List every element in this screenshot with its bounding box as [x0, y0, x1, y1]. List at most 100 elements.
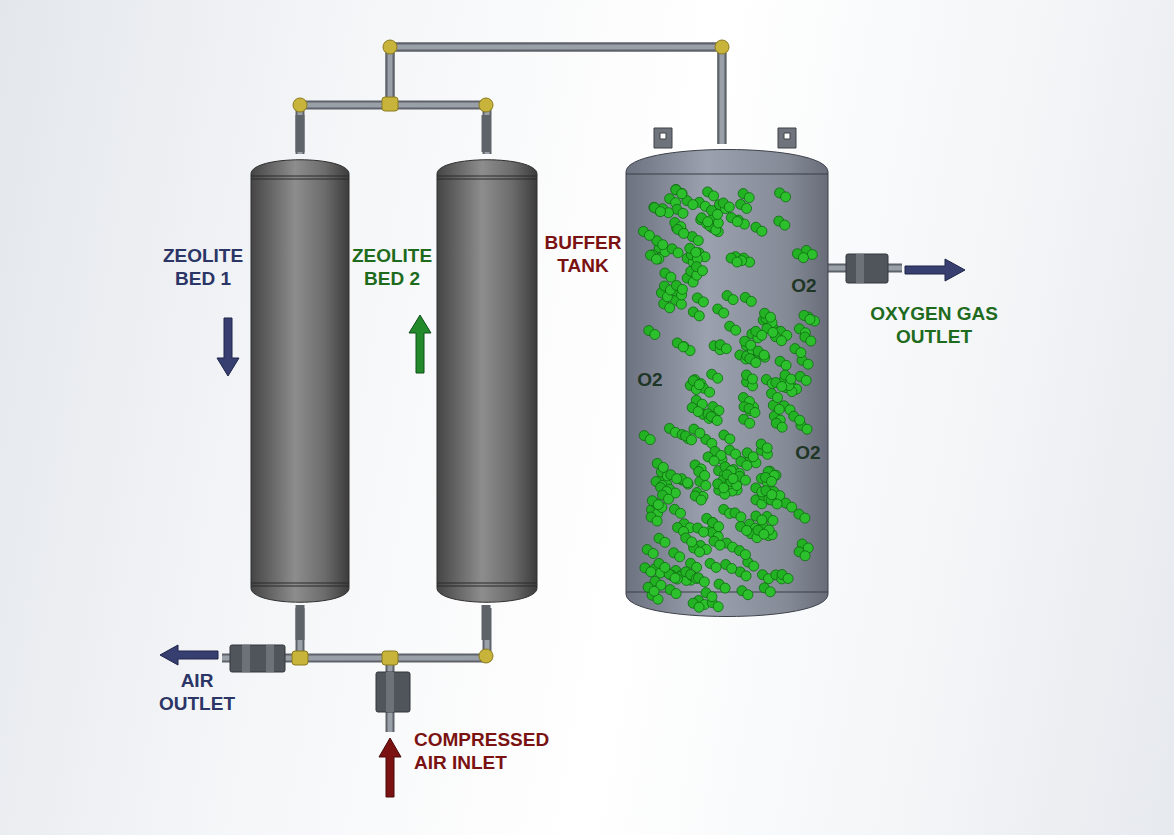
oxygen-atom [751, 358, 761, 368]
oxygen-atom [696, 495, 706, 505]
oxygen-atom [691, 247, 701, 257]
oxygen-atom [720, 583, 730, 593]
flow-label: AIR OUTLET [148, 670, 246, 716]
oxygen-atom [798, 253, 808, 263]
oxygen-atom [801, 375, 811, 385]
oxygen-atom [683, 478, 693, 488]
oxygen-atom [724, 202, 734, 212]
oxygen-atom [759, 529, 769, 539]
oxygen-atom [728, 474, 738, 484]
oxygen-atom [748, 374, 758, 384]
oxygen-atom [675, 552, 685, 562]
bed-cylinder [437, 160, 537, 603]
oxygen-atom [672, 474, 682, 484]
oxygen-atom [711, 562, 721, 572]
oxygen-atom [741, 571, 751, 581]
tank-shell [626, 150, 828, 617]
oxygen-atom [805, 314, 815, 324]
oxygen-atom [765, 587, 775, 597]
oxygen-atom [703, 217, 713, 227]
node-heading: ZEOLITE BED 1 [159, 245, 247, 291]
oxygen-outlet-arrow [905, 259, 965, 281]
oxygen-atom [745, 418, 755, 428]
oxygen-atom [646, 567, 656, 577]
oxygen-atom [665, 303, 675, 313]
gas-label: O2 [629, 369, 671, 392]
bed-outline [436, 152, 538, 610]
pipe-core [300, 47, 722, 154]
stub-pipes [222, 115, 902, 732]
oxygen-atom [694, 602, 704, 612]
elbow-fitting [383, 40, 397, 54]
oxygen-atom [699, 527, 709, 537]
oxygen-atom [800, 551, 810, 561]
oxygen-atom [749, 561, 759, 571]
oxygen-atom [687, 435, 697, 445]
oxygen-atom [780, 220, 790, 230]
pipe-connector [390, 47, 722, 154]
pipe-outline [390, 47, 722, 154]
oxygen-atom [772, 499, 782, 509]
oxygen-atom [783, 574, 793, 584]
oxygen-atom [746, 296, 756, 306]
oxygen-atom [725, 434, 735, 444]
buffer-tank: BUFFER TANKO2O2O2 [625, 140, 829, 626]
node-heading: ZEOLITE BED 2 [348, 245, 436, 291]
zeolite-bed: ZEOLITE BED 1 [250, 152, 350, 610]
oxygen-atom [774, 404, 784, 414]
elbow-fitting [715, 40, 729, 54]
oxygen-atom [693, 407, 703, 417]
up-flow-arrow [409, 315, 431, 373]
oxygen-atom [731, 325, 741, 335]
oxygen-atom [709, 191, 719, 201]
air-inlet-arrow [379, 738, 401, 797]
oxygen-atom [787, 502, 797, 512]
oxygen-atom [698, 266, 708, 276]
air-inlet-pipe [386, 658, 395, 732]
oxygen-atom [678, 342, 688, 352]
oxygen-atom [748, 452, 758, 462]
lifting-lug [778, 128, 796, 148]
elbow-fitting [479, 649, 493, 663]
oxygen-atom [744, 193, 754, 203]
oxygen-atom [727, 564, 737, 574]
down-flow-arrow [217, 318, 239, 376]
oxygen-atom [777, 422, 787, 432]
oxygen-atom [677, 189, 687, 199]
oxygen-atom [767, 490, 777, 500]
oxygen-atom [773, 393, 783, 403]
oxygen-atom [768, 516, 778, 526]
oxygen-atom [781, 192, 791, 202]
oxygen-atom [660, 537, 670, 547]
oxygen-atom [695, 428, 705, 438]
oxygen-atom [786, 374, 796, 384]
oxygen-atom [743, 590, 753, 600]
oxygen-atom [688, 200, 698, 210]
oxygen-atom [712, 416, 722, 426]
oxygen-atom [750, 408, 760, 418]
oxygen-atom [660, 562, 670, 572]
oxygen-atom [781, 360, 791, 370]
oxygen-atom [694, 380, 704, 390]
bed-outline [250, 152, 350, 610]
air-outlet-valve [230, 645, 285, 672]
oxygen-atom [741, 475, 751, 485]
oxygen-atom [678, 208, 688, 218]
oxygen-atom [732, 257, 742, 267]
oxygen-atom [701, 481, 711, 491]
oxygen-atom [677, 188, 687, 198]
node-heading: BUFFER TANK [541, 232, 625, 278]
oxygen-atom [677, 284, 687, 294]
oxygen-atom [721, 344, 731, 354]
oxygen-atom [658, 462, 668, 472]
valve-band [266, 645, 274, 672]
valve-band [242, 645, 250, 672]
valve-band [386, 672, 394, 712]
oxygen-molecules [638, 184, 819, 612]
oxygen-outlet-valve [846, 254, 888, 283]
oxygen-atom [673, 248, 683, 258]
flow-label: OXYGEN GAS OUTLET [848, 303, 1020, 349]
tee-fitting [382, 651, 398, 665]
oxygen-atom [670, 573, 680, 583]
oxygen-atom [742, 461, 752, 471]
